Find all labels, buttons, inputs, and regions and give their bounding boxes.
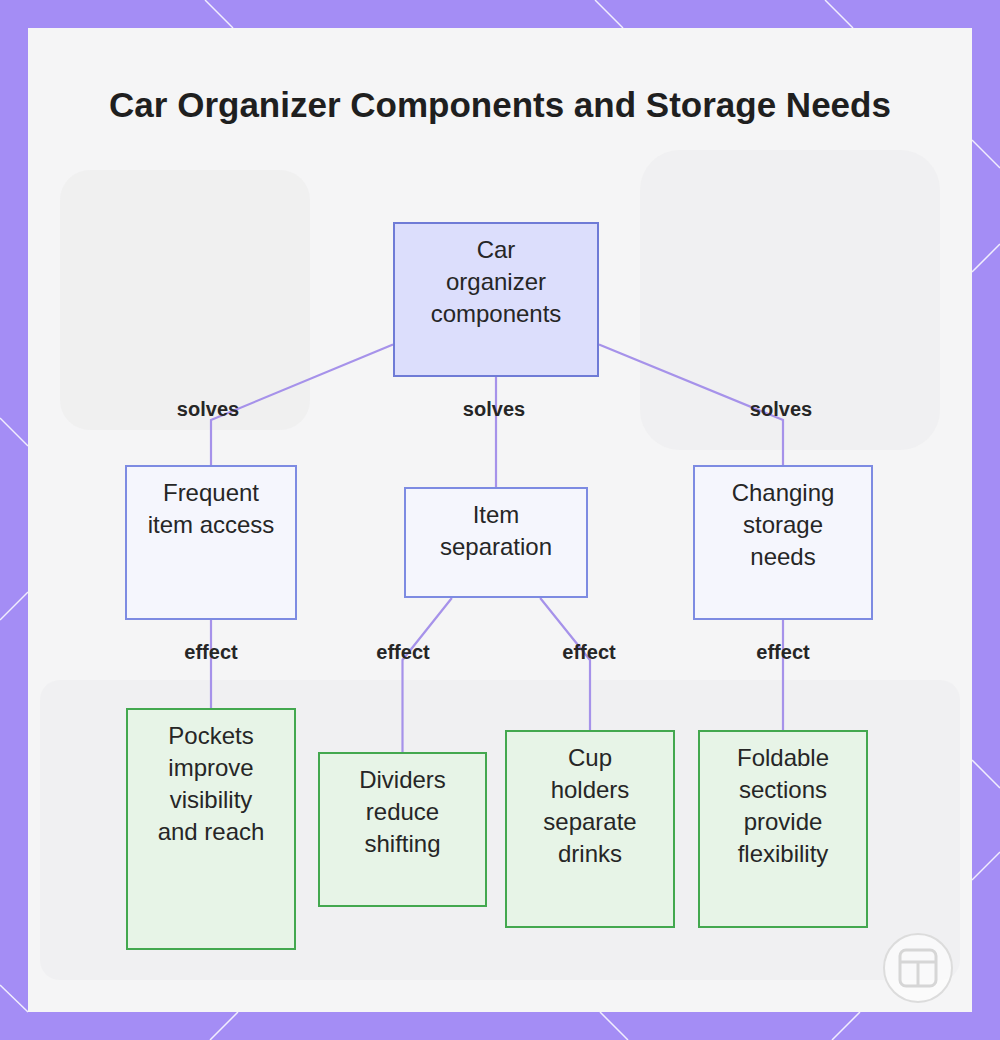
photo-shape [40,680,960,980]
logo-square [900,950,936,986]
node-text: Cup holders separate drinks [531,742,649,870]
edge-label: effect [184,640,237,664]
node-text: Foldable sections provide flexibility [724,742,842,870]
node-text: Car organizer components [429,234,563,330]
frame-line [210,1012,238,1040]
process-box: Car organizer components [393,222,599,377]
node-text: Dividers reduce shifting [340,764,465,860]
frame-line [595,0,623,28]
edge-label: solves [750,397,812,421]
frame-line [825,0,853,28]
logo-circle [884,934,952,1002]
node-text: Pockets improve visibility and reach [152,720,270,848]
frame-line [0,985,28,1012]
edge-label: effect [562,640,615,664]
faded-photo [40,150,960,980]
process-box: Dividers reduce shifting [318,752,487,907]
logo-line [917,962,920,986]
edge-label: effect [376,640,429,664]
photo-shape [60,170,310,430]
connector-line [540,598,590,730]
node-text: Item separation [426,499,566,563]
frame-line [972,760,1000,788]
watermark-logo [884,934,952,1002]
process-box: Pockets improve visibility and reach [126,708,296,950]
process-box: Cup holders separate drinks [505,730,675,928]
frame-line [0,418,28,446]
process-box: Foldable sections provide flexibility [698,730,868,928]
frame-line [972,852,1000,880]
frame-line [600,1012,628,1040]
content-panel [28,28,972,1012]
node-text: Changing storage needs [715,477,851,573]
frame-line [972,244,1000,272]
edge-label: solves [177,397,239,421]
connector-line [210,620,212,708]
node-text: Frequent item access [147,477,275,541]
connector-line [782,620,784,730]
frame-line [832,1012,860,1040]
photo-shape [640,150,940,450]
process-box: Changing storage needs [693,465,873,620]
connector-line [495,377,497,487]
process-box: Item separation [404,487,588,598]
process-box: Frequent item access [125,465,297,620]
frame-line [0,592,28,620]
frame-line [972,140,1000,168]
frame-line [205,0,233,28]
edge-label: solves [463,397,525,421]
edge-label: effect [756,640,809,664]
connector-line [403,598,452,752]
diagram-title: Car Organizer Components and Storage Nee… [100,80,900,130]
